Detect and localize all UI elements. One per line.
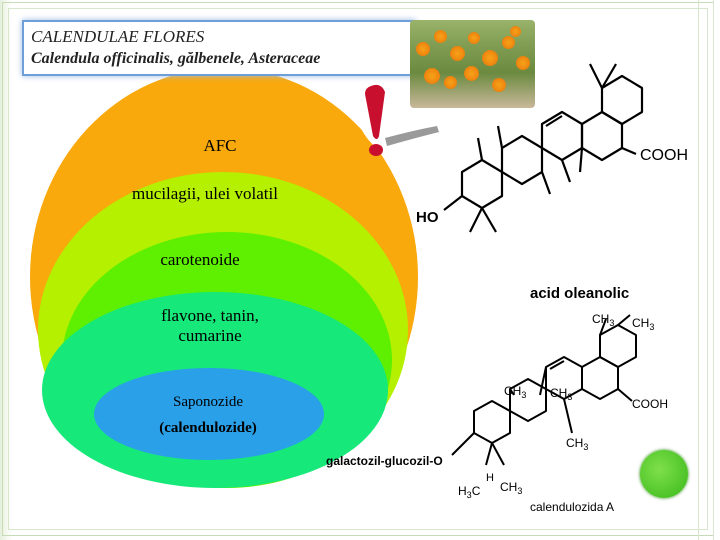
slide-inner-frame <box>8 8 708 530</box>
calend-name: calendulozida A <box>530 500 614 514</box>
calend-ch3-f: CH3 <box>500 480 522 496</box>
title-box: CALENDULAE FLORES Calendula officinalis,… <box>22 20 416 76</box>
label-mucilagii: mucilagii, ulei volatil <box>132 184 278 203</box>
calend-ch3-e: CH3 <box>566 436 588 452</box>
calend-h: H <box>486 472 494 484</box>
title-subtitle: Calendula officinalis, gălbenele, Astera… <box>31 50 321 67</box>
label-carotenoide: carotenoide <box>160 250 240 269</box>
oleanolic-cooh: COOH <box>640 147 688 164</box>
calend-cooh: COOH <box>632 397 668 411</box>
decorative-circle <box>640 450 688 498</box>
title-main: CALENDULAE FLORES <box>31 27 205 46</box>
calend-ch3-c: CH3 <box>592 312 614 328</box>
calend-ch3-b: CH3 <box>550 386 572 402</box>
label-calendulozide: (calendulozide) <box>159 420 257 436</box>
calend-substituent: galactozil-glucozil-O <box>326 454 443 468</box>
calend-ch3-a: CH3 <box>504 384 526 400</box>
label-afc: AFC <box>203 136 237 155</box>
calend-ch3-d: CH3 <box>632 316 654 332</box>
oleanolic-name: acid oleanolic <box>530 285 629 302</box>
exclamation-icon <box>365 84 439 156</box>
oleanolic-ho: HO <box>416 209 439 226</box>
layer-saponozide <box>94 368 324 460</box>
label-saponozide: Saponozide <box>173 394 243 410</box>
calend-h3c: H3C <box>458 484 481 500</box>
left-decoration-bar <box>0 0 12 540</box>
oleanolic-acid-structure: COOH HO acid oleanolic <box>416 63 688 302</box>
right-decoration-lines <box>698 0 714 540</box>
label-flavone: flavone, tanin, cumarine <box>161 306 259 345</box>
calendulozide-structure: CH3 CH3 CH3 CH3 CH3 CH3 COOH galactozil-… <box>326 312 668 514</box>
calendula-photo <box>410 20 535 108</box>
